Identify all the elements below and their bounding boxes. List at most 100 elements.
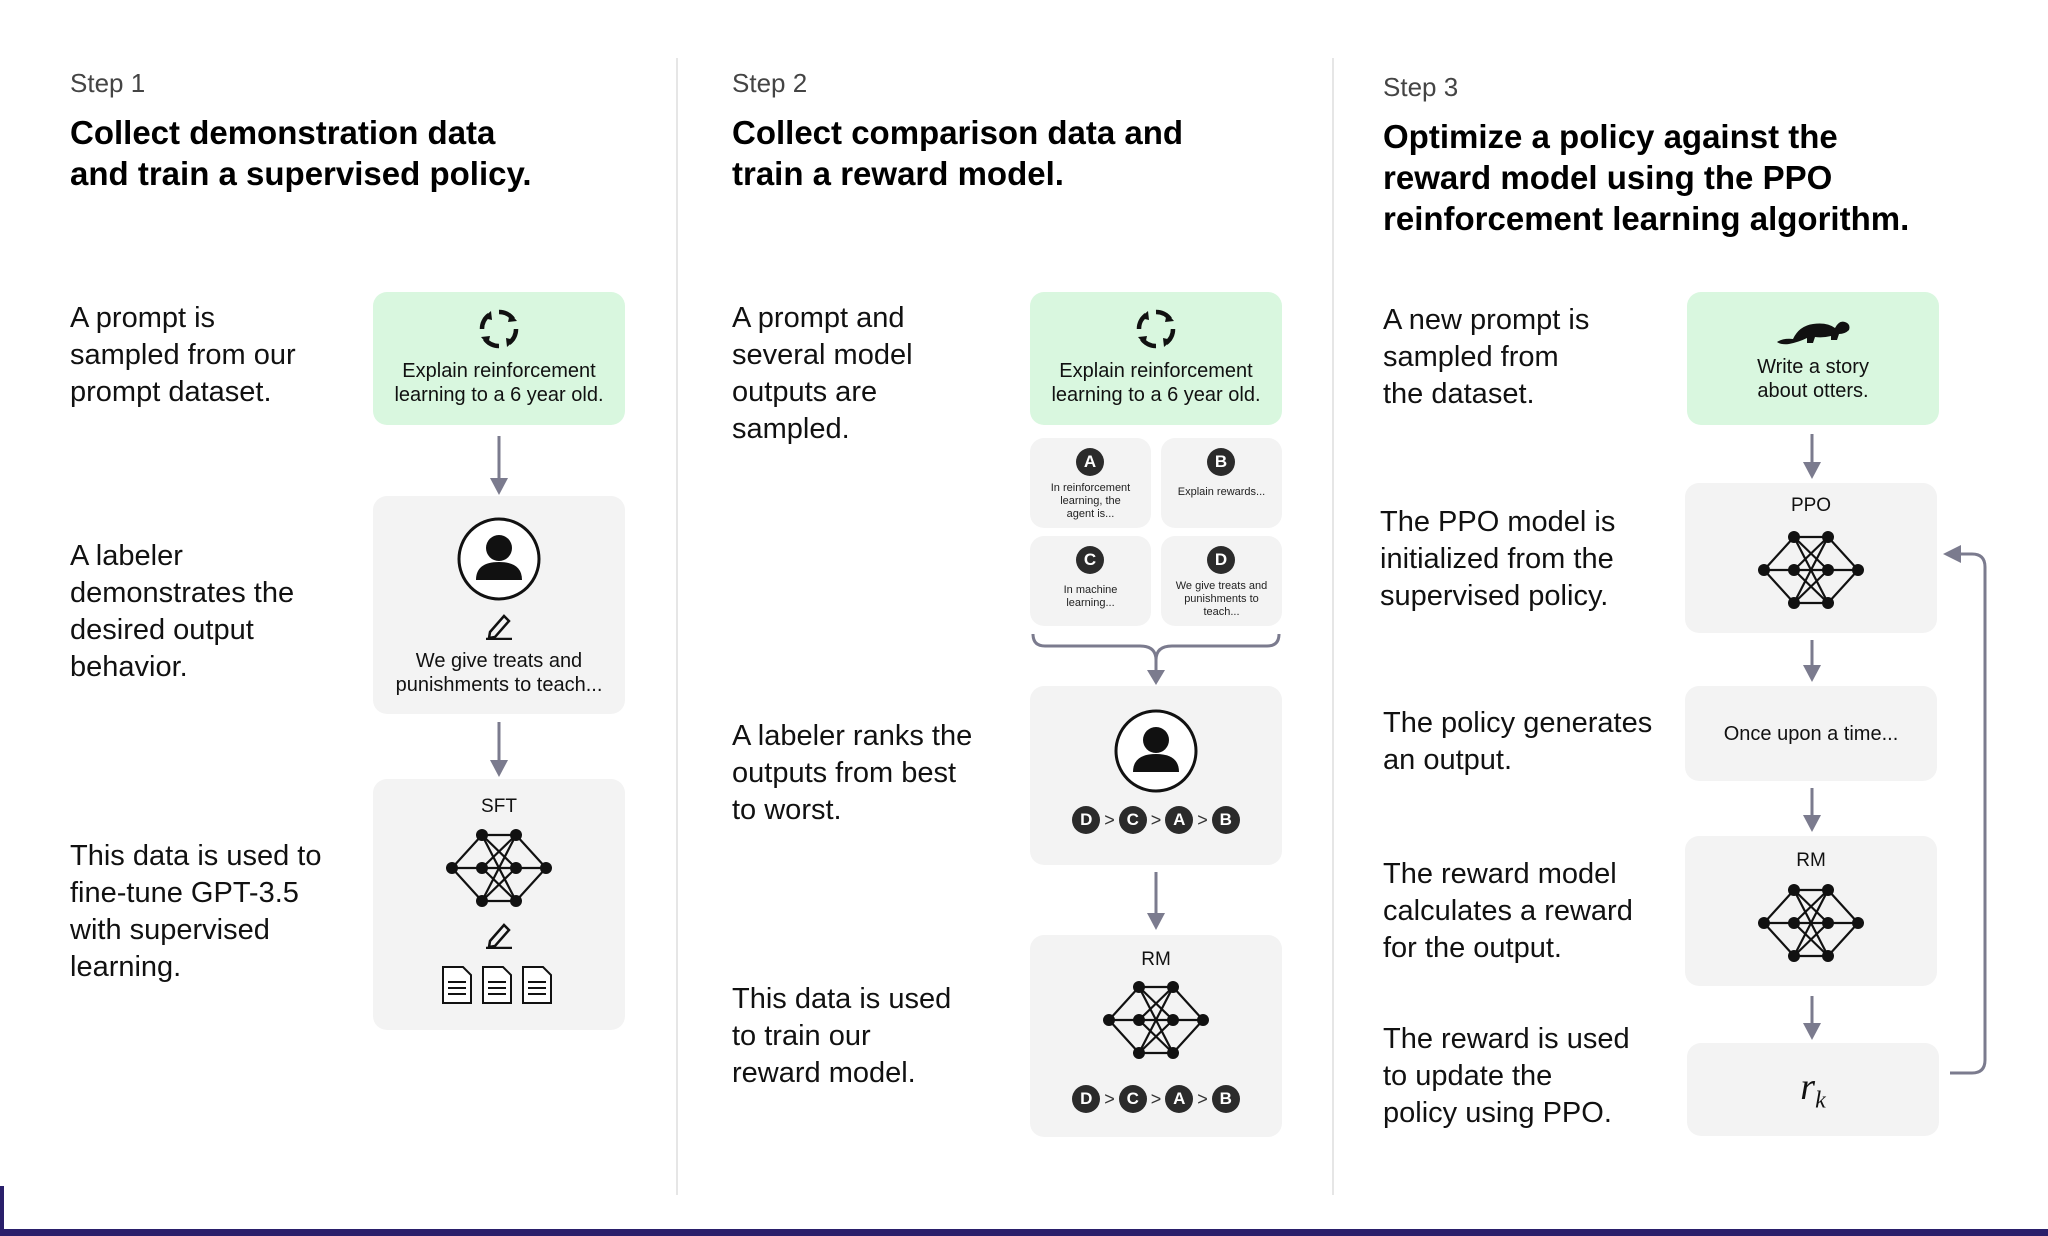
arrow-head xyxy=(1147,913,1165,930)
feedback-loop-arrow xyxy=(1950,552,1987,1075)
network-edge xyxy=(1827,569,1859,604)
step3-ppo-box: PPO xyxy=(1685,483,1937,633)
policy-output-text: Once upon a time... xyxy=(1723,723,1899,745)
ranking-row: D> C> A> B xyxy=(1030,1085,1282,1113)
refresh-icon xyxy=(479,309,519,349)
step1-label: Step 1 xyxy=(70,68,146,98)
step3-prompt-line: Write a story xyxy=(1757,356,1869,378)
network-edge xyxy=(451,834,483,869)
network-node xyxy=(1197,1014,1209,1026)
network-node xyxy=(476,862,488,874)
network-edge xyxy=(1108,1019,1140,1054)
step1-sft-box: SFT xyxy=(373,779,625,1030)
network-node xyxy=(476,829,488,841)
network-edge xyxy=(481,834,517,902)
arrow-head xyxy=(1803,462,1821,479)
step1-demo-line: We give treats and xyxy=(415,650,583,672)
step3-rm-box: RM xyxy=(1685,836,1937,986)
step3-prompt-line: about otters. xyxy=(1757,380,1869,402)
network-edge xyxy=(1763,922,1795,957)
step1-demo-line: punishments to teach... xyxy=(395,674,603,696)
rank-letter: C xyxy=(1118,806,1147,834)
ppo-label: PPO xyxy=(1790,495,1832,516)
output-letter-d: D xyxy=(1207,546,1235,574)
network-edge xyxy=(1172,986,1204,1021)
step1-prompt-box: Explain reinforcement learning to a 6 ye… xyxy=(373,292,625,425)
network-node xyxy=(1103,1014,1115,1026)
network-node xyxy=(1758,917,1770,929)
network-edge xyxy=(1793,536,1829,571)
step3-reward-box: rk xyxy=(1687,1043,1939,1136)
neural-network-icon xyxy=(446,829,552,907)
network-edge xyxy=(1138,986,1174,1021)
step3-label: Step 3 xyxy=(1383,72,1459,102)
rank-letter: C xyxy=(1118,1085,1147,1113)
network-edge xyxy=(1793,569,1829,604)
rank-letter: D xyxy=(1072,806,1101,834)
rank-letter: B xyxy=(1211,806,1240,834)
bracket xyxy=(1031,633,1281,661)
step1-prompt-line: learning to a 6 year old. xyxy=(394,384,604,406)
network-node xyxy=(1133,1047,1145,1059)
output-box-b: B Explain rewards... xyxy=(1161,438,1282,528)
network-edge xyxy=(1793,889,1829,924)
step2-title: Collect comparison data and train a rewa… xyxy=(732,114,1184,192)
network-node xyxy=(1852,917,1864,929)
output-letter-a: A xyxy=(1076,448,1104,476)
network-node xyxy=(1167,981,1179,993)
pencil-icon xyxy=(486,614,512,640)
step1-title: Collect demonstration data and train a s… xyxy=(70,114,532,192)
sft-label: SFT xyxy=(481,796,517,817)
bottom-accent-bar xyxy=(0,1229,2048,1236)
network-edge xyxy=(481,834,517,869)
arrow-head xyxy=(490,478,508,495)
reward-symbol: rk xyxy=(1800,1066,1826,1114)
network-node xyxy=(1758,564,1770,576)
pencil-icon xyxy=(486,923,512,949)
network-node xyxy=(1788,950,1800,962)
arrow-head xyxy=(1803,815,1821,832)
network-edge xyxy=(1763,569,1795,604)
step3-prompt-box: Write a story about otters. xyxy=(1687,292,1939,425)
network-node xyxy=(1822,950,1834,962)
neural-network-icon xyxy=(1758,884,1864,962)
labeler-avatar-icon xyxy=(1114,709,1198,793)
network-edge xyxy=(1827,889,1859,924)
network-node xyxy=(1133,981,1145,993)
rank-letter: A xyxy=(1165,1085,1194,1113)
step1-labeler-box: We give treats and punishments to teach.… xyxy=(373,496,625,714)
network-edge xyxy=(1763,889,1795,924)
network-edge xyxy=(1793,889,1829,957)
network-edge xyxy=(515,867,547,902)
step2-prompt-box: Explain reinforcement learning to a 6 ye… xyxy=(1030,292,1282,425)
arrow-head xyxy=(1803,1023,1821,1040)
arrow-head xyxy=(1803,665,1821,682)
step2-prompt-line: Explain reinforcement xyxy=(1059,360,1253,382)
network-edge xyxy=(515,834,547,869)
ranking-row: D> C> A> B xyxy=(1030,806,1282,834)
network-node xyxy=(1788,564,1800,576)
rm-label: RM xyxy=(1141,949,1171,970)
documents-icon xyxy=(442,966,552,1004)
step3-title: Optimize a policy against the reward mod… xyxy=(1383,118,1910,237)
network-edge xyxy=(1172,1019,1204,1054)
step2-label: Step 2 xyxy=(732,68,808,98)
neural-network-icon xyxy=(1103,981,1209,1059)
network-node xyxy=(1133,1014,1145,1026)
network-edge xyxy=(1827,922,1859,957)
arrow-head xyxy=(1147,670,1165,685)
rank-letter: B xyxy=(1211,1085,1240,1113)
network-node xyxy=(510,862,522,874)
network-edge xyxy=(1108,986,1140,1021)
network-node xyxy=(1788,917,1800,929)
